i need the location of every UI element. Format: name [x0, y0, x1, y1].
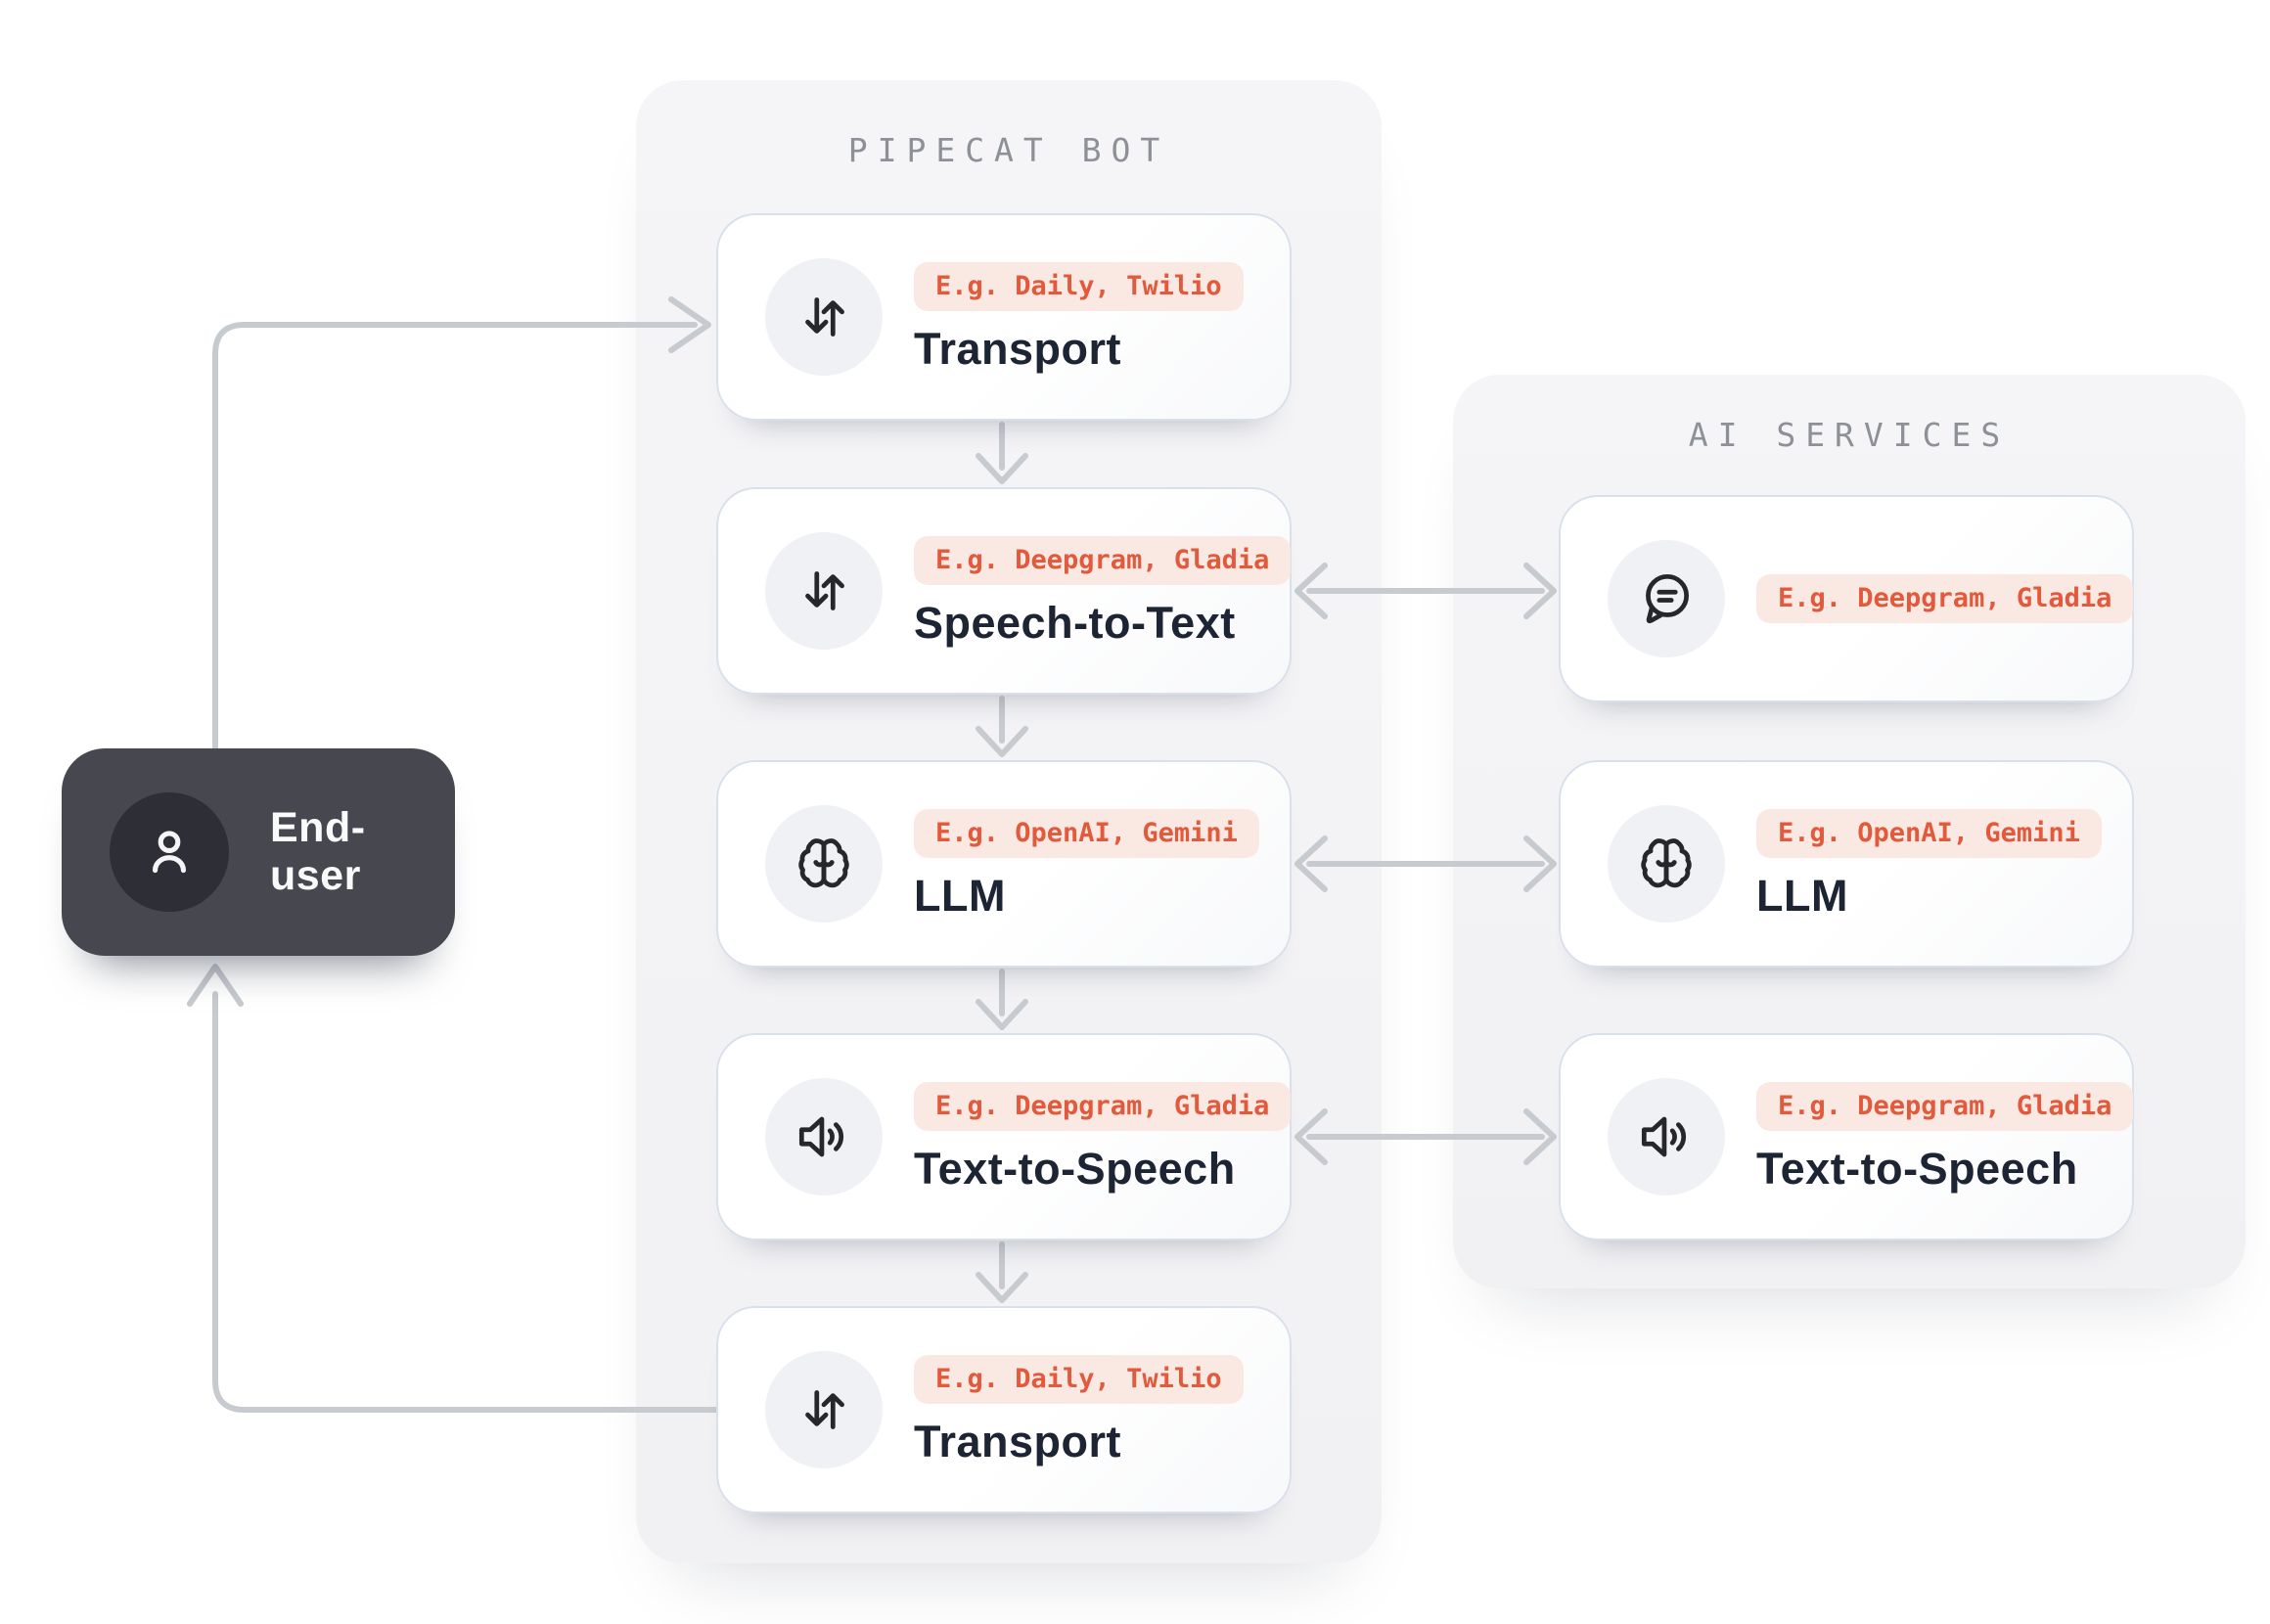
badge-llm: E.g. OpenAI, Gemini [914, 809, 1259, 858]
title-speech-to-text: Speech-to-Text [914, 597, 1236, 648]
title-text-to-speech: Text-to-Speech [914, 1143, 1236, 1194]
title-tts-service: Text-to-Speech [1756, 1143, 2078, 1194]
title-transport-out: Transport [914, 1416, 1122, 1466]
title-llm-service: LLM [1756, 870, 1848, 921]
chat-bubble-icon [1646, 573, 1689, 624]
ai-card-tts-service: E.g. Deepgram, Gladia Text-to-Speech [1559, 1033, 2134, 1241]
pipecat-bot-panel-title: PIPECAT BOT [847, 131, 1170, 169]
badge-speech-to-text: E.g. Deepgram, Gladia [914, 536, 1292, 585]
end-user-avatar [110, 792, 229, 912]
badge-stt-service: E.g. Deepgram, Gladia [1756, 574, 2134, 623]
title-llm: LLM [914, 870, 1006, 921]
ai-card-llm-service: E.g. OpenAI, Gemini LLM [1559, 760, 2134, 968]
transport-arrows-icon [805, 1390, 844, 1429]
title-transport-in: Transport [914, 323, 1122, 374]
arrowhead-up-into-enduser [187, 964, 244, 1007]
badge-tts-service: E.g. Deepgram, Gladia [1756, 1082, 2134, 1131]
card-transport-out: E.g. Daily, Twilio Transport [716, 1306, 1292, 1513]
connector-enduser-to-transport [212, 322, 698, 751]
end-user-label: End-user [270, 804, 366, 899]
end-user-node: End-user [62, 748, 455, 956]
card-speech-to-text: E.g. Deepgram, Gladia Speech-to-Text [716, 487, 1292, 695]
brain-icon [798, 838, 849, 888]
user-icon [152, 831, 187, 874]
brain-icon [1641, 838, 1692, 888]
speaker-icon [1641, 1116, 1687, 1157]
card-transport-in: E.g. Daily, Twilio Transport [716, 213, 1292, 421]
speaker-icon [798, 1116, 844, 1157]
badge-transport-out: E.g. Daily, Twilio [914, 1355, 1244, 1404]
ai-services-panel-title: AI SERVICES [1688, 416, 2011, 454]
card-text-to-speech: E.g. Deepgram, Gladia Text-to-Speech [716, 1033, 1292, 1241]
card-llm: E.g. OpenAI, Gemini LLM [716, 760, 1292, 968]
ai-card-stt-service: E.g. Deepgram, Gladia [1559, 495, 2134, 702]
transport-arrows-icon [805, 297, 844, 337]
badge-llm-service: E.g. OpenAI, Gemini [1756, 809, 2102, 858]
transport-arrows-icon [805, 571, 844, 610]
badge-transport-in: E.g. Daily, Twilio [914, 262, 1244, 311]
badge-text-to-speech: E.g. Deepgram, Gladia [914, 1082, 1292, 1131]
